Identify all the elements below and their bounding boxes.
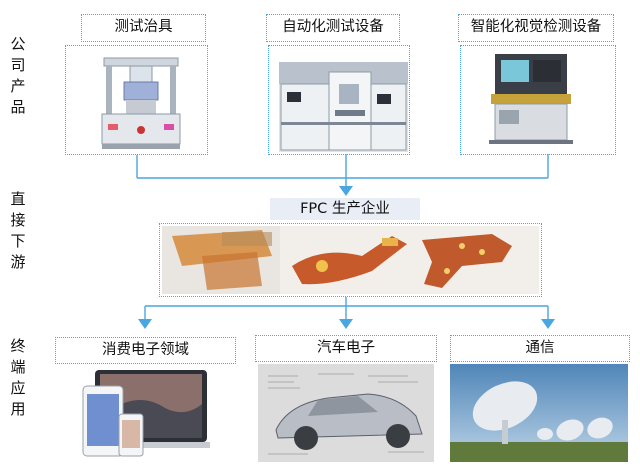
- product-label: 测试治具: [114, 19, 173, 35]
- fpc-products-image: [162, 226, 539, 294]
- section-end-applications: 终端应用: [10, 337, 26, 418]
- application-label: 通信: [525, 340, 555, 356]
- arrow-down-icon: [138, 319, 152, 329]
- application-label: 汽车电子: [317, 340, 375, 356]
- vision-equipment-image: [487, 50, 575, 145]
- section-company-products: 公司产品: [10, 35, 26, 116]
- arrow-down-icon: [339, 319, 353, 329]
- arrow-down-icon: [339, 186, 353, 196]
- section-direct-downstream: 直接下游: [10, 190, 26, 271]
- downstream-label: FPC 生产企业: [270, 198, 420, 220]
- communications-image: [450, 364, 628, 462]
- automotive-electronics-image: [258, 364, 434, 462]
- product-label: 智能化视觉检测设备: [470, 19, 602, 35]
- product-label: 自动化测试设备: [282, 19, 384, 35]
- consumer-electronics-image: [75, 368, 210, 460]
- test-fixture-image: [100, 52, 182, 152]
- automated-equipment-image: [279, 62, 408, 152]
- application-label: 消费电子领域: [102, 342, 189, 358]
- arrow-down-icon: [541, 319, 555, 329]
